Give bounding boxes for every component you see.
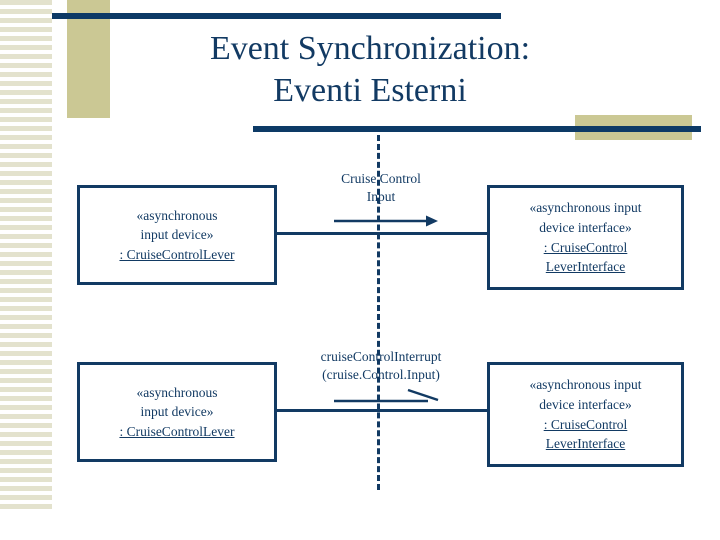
node-instance-name: : CruiseControlLever xyxy=(119,246,235,262)
node-stereotype-line1: «asynchronous input xyxy=(529,200,642,216)
message-arrow-top-icon xyxy=(334,215,438,227)
node-stereotype-line2: input device» xyxy=(140,227,214,243)
lifeline-dashed-boundary xyxy=(377,135,380,490)
node-stereotype-line1: «asynchronous xyxy=(136,207,218,223)
navy-rule-top-decoration xyxy=(52,13,501,19)
striped-edge-decoration xyxy=(0,0,52,513)
navy-rule-bottom-decoration xyxy=(253,126,701,132)
node-instance-name: : CruiseControlLever xyxy=(119,423,235,439)
message-label-bottom: cruiseControlInterrupt (cruise.Control.I… xyxy=(320,349,442,383)
node-stereotype-line2: device interface» xyxy=(539,396,632,412)
node-instance-name-line2: LeverInterface xyxy=(545,436,626,452)
node-stereotype-line1: «asynchronous input xyxy=(529,377,642,393)
node-stereotype-line2: input device» xyxy=(140,404,214,420)
message-arrow-bottom-icon xyxy=(334,388,439,403)
slide-title: Event Synchronization: Eventi Esterni xyxy=(209,30,531,109)
node-box-bottom-left[interactable]: «asynchronous input device» : CruiseCont… xyxy=(77,362,277,462)
tan-block-left-decoration xyxy=(67,0,110,118)
association-line-top xyxy=(277,232,487,235)
node-stereotype-line1: «asynchronous xyxy=(136,384,218,400)
node-stereotype-line2: device interface» xyxy=(539,219,632,235)
node-instance-name-line1: : CruiseControl xyxy=(543,416,628,432)
node-box-top-left[interactable]: «asynchronous input device» : CruiseCont… xyxy=(77,185,277,285)
node-instance-name-line1: : CruiseControl xyxy=(543,239,628,255)
node-instance-name-line2: LeverInterface xyxy=(545,259,626,275)
node-box-top-right[interactable]: «asynchronous input device interface» : … xyxy=(487,185,684,290)
message-label-top: Cruise Control Input xyxy=(341,171,421,205)
node-box-bottom-right[interactable]: «asynchronous input device interface» : … xyxy=(487,362,684,467)
association-line-bottom xyxy=(277,409,487,412)
